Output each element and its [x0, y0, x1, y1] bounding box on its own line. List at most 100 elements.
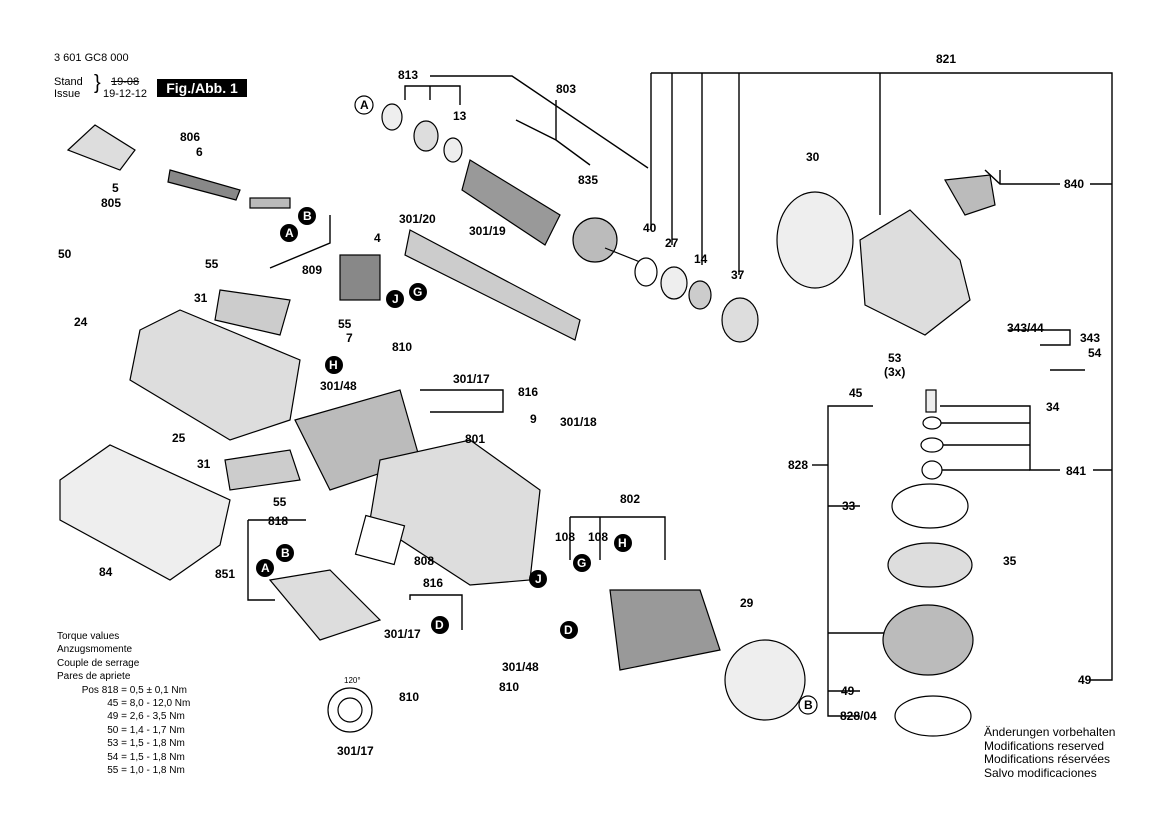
part-label-25: 25 [172, 431, 186, 445]
part-label-55-a: 55 [205, 257, 219, 271]
part-label-301-19: 301/19 [469, 224, 506, 238]
part-label-49-b: 49 [1078, 673, 1092, 687]
part-label-14: 14 [694, 252, 708, 266]
part-label-841: 841 [1066, 464, 1087, 478]
part-label-37: 37 [731, 268, 745, 282]
part-label-24: 24 [74, 315, 88, 329]
part-label-808: 808 [414, 554, 435, 568]
torque-title: Couple de serrage [57, 657, 140, 669]
torque-row: 45 = 8,0 - 12,0 Nm [107, 698, 191, 710]
part-label-6: 6 [196, 145, 203, 159]
torque-row: 53 = 1,5 - 1,8 Nm [107, 738, 185, 750]
part-label-803: 803 [556, 82, 577, 96]
part-label-55-b: 55 [338, 317, 352, 331]
callout-d: D [564, 623, 573, 637]
part-label-813: 813 [398, 68, 419, 82]
part-label-818: 818 [268, 514, 289, 528]
part-label-301-17-c: 301/17 [337, 744, 374, 758]
part-label-45: 45 [849, 386, 863, 400]
callout-h: H [329, 358, 338, 372]
stand-label: Stand [54, 76, 83, 88]
callout-a: A [261, 561, 270, 575]
torque-row: 49 = 2,6 - 3,5 Nm [107, 711, 185, 723]
part-label-108-a: 108 [555, 530, 576, 544]
part-label-810-a: 810 [392, 340, 413, 354]
callout-h: H [618, 536, 627, 550]
torque-title: Anzugsmomente [57, 644, 133, 656]
modification-notes: Änderungen vorbehalten Modifications res… [984, 725, 1116, 780]
part-label-31-a: 31 [194, 291, 208, 305]
part-label-50: 50 [58, 247, 72, 261]
torque-row: 54 = 1,5 - 1,8 Nm [107, 751, 185, 763]
figure-label: Fig./Abb. 1 [157, 79, 247, 97]
part-label-5: 5 [112, 181, 119, 195]
callout-d: D [435, 618, 444, 632]
part-label-301-48-b: 301/48 [502, 660, 539, 674]
part-label-40: 40 [643, 221, 657, 235]
part-label-30: 30 [806, 150, 820, 164]
part-label-343-44: 343/44 [1007, 321, 1044, 335]
part-label-27: 27 [665, 236, 679, 250]
stand-date: 19-08 [111, 76, 140, 88]
torque-title: Pares de apriete [57, 671, 131, 683]
part-label-828: 828 [788, 458, 809, 472]
torque-row: Pos 818 = 0,5 ± 0,1 Nm [81, 684, 187, 696]
part-label-816-a: 816 [518, 385, 539, 399]
part-label-802: 802 [620, 492, 641, 506]
issue-label: Issue [54, 88, 81, 100]
callout-g: G [413, 285, 423, 299]
part-label-805: 805 [101, 196, 122, 210]
part-label-301-17-a: 301/17 [453, 372, 490, 386]
part-label-301-20: 301/20 [399, 212, 436, 226]
note-line: Modifications réservées [984, 752, 1111, 766]
brace-symbol: } [94, 72, 101, 94]
part-label-13: 13 [453, 109, 467, 123]
callout-j: J [535, 572, 542, 586]
part-label-55-c: 55 [273, 495, 287, 509]
part-label-806: 806 [180, 130, 201, 144]
part-label-851: 851 [215, 567, 236, 581]
part-label-9: 9 [530, 412, 537, 426]
part-label-53: 53 [888, 351, 902, 365]
document-code: 3 601 GC8 000 [54, 52, 129, 64]
part-label-108-b: 108 [588, 530, 609, 544]
part-label-49-a: 49 [841, 684, 855, 698]
callout-b: B [303, 209, 312, 223]
torque-title: Torque values [57, 631, 120, 642]
torque-row: 55 = 1,0 - 1,8 Nm [107, 765, 185, 777]
part-label-7: 7 [346, 331, 353, 345]
part-label-828-04: 828/04 [840, 709, 877, 723]
part-label-810-c: 810 [399, 690, 420, 704]
part-label-34: 34 [1046, 400, 1060, 414]
part-label-301-17-b: 301/17 [384, 627, 421, 641]
part-label-35: 35 [1003, 554, 1017, 568]
part-label-821: 821 [936, 52, 957, 66]
callout-b: B [281, 546, 290, 560]
callout-a: A [285, 226, 294, 240]
part-label-816-b: 816 [423, 576, 444, 590]
part-label-801: 801 [465, 432, 486, 446]
part-label-301-18: 301/18 [560, 415, 597, 429]
note-line: Änderungen vorbehalten [984, 725, 1116, 739]
issue-date: 19-12-12 [103, 88, 148, 100]
part-label-31-b: 31 [197, 457, 211, 471]
part-label-835: 835 [578, 173, 599, 187]
part-label-84: 84 [99, 565, 113, 579]
part-label-809: 809 [302, 263, 323, 277]
part-label-29: 29 [740, 596, 754, 610]
part-label-301-48-a: 301/48 [320, 379, 357, 393]
part-label-33: 33 [842, 499, 856, 513]
angle-label: 120° [344, 676, 361, 685]
callout-a: A [360, 98, 369, 112]
part-label-54: 54 [1088, 346, 1102, 360]
part-label-3x: (3x) [884, 365, 906, 379]
callout-g: G [577, 556, 587, 570]
part-label-4: 4 [374, 231, 381, 245]
note-line: Salvo modificaciones [984, 765, 1097, 780]
callout-a: B [804, 698, 813, 712]
part-label-810-b: 810 [499, 680, 520, 694]
torque-values-table: Torque values Anzugsmomente Couple de se… [57, 630, 190, 777]
part-label-343: 343 [1080, 331, 1101, 345]
part-label-840: 840 [1064, 177, 1085, 191]
